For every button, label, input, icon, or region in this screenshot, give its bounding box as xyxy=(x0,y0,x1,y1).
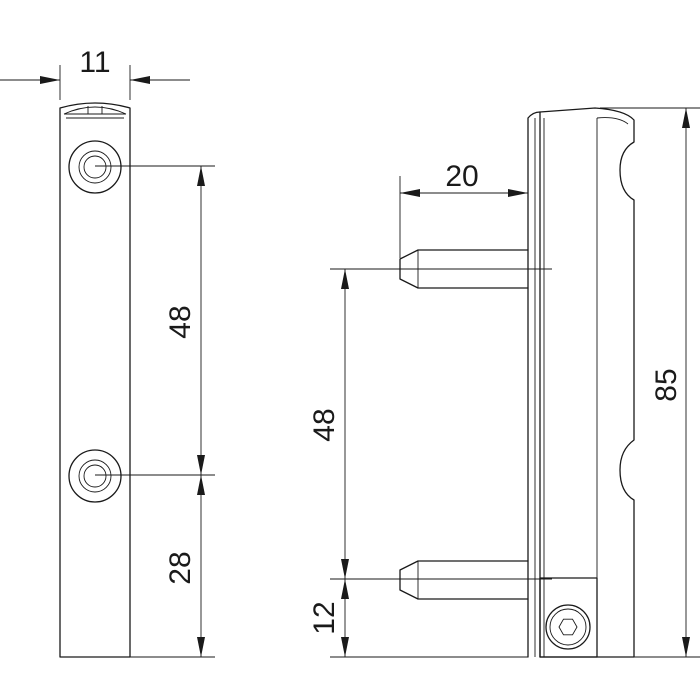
dimension-label-48-front: 48 xyxy=(164,305,197,338)
dimension-hole-spacing-48: 48 xyxy=(164,166,205,475)
dimension-label-11: 11 xyxy=(79,46,110,79)
dimension-label-20: 20 xyxy=(445,160,478,193)
side-profile-body xyxy=(539,107,635,658)
side-plate xyxy=(527,111,541,658)
dimension-label-28: 28 xyxy=(164,551,197,584)
side-view: 20 48 12 85 xyxy=(308,107,700,658)
dimension-pin-spacing-48: 48 xyxy=(308,269,349,579)
dimension-bottom-12: 12 xyxy=(308,579,349,657)
dimension-label-85: 85 xyxy=(650,368,683,401)
dimension-pin-length-20: 20 xyxy=(399,160,528,258)
front-body-outline xyxy=(59,102,131,658)
lower-pin xyxy=(399,560,529,600)
dimension-label-12: 12 xyxy=(308,601,341,634)
upper-hole xyxy=(68,140,122,194)
dimension-width-11: 11 xyxy=(0,46,190,100)
dimension-label-48-side: 48 xyxy=(308,408,341,441)
front-top-cap xyxy=(63,106,127,115)
lower-hole xyxy=(68,449,122,503)
dimension-bottom-28: 28 xyxy=(164,475,205,657)
front-view: 11 48 28 xyxy=(0,46,215,658)
dimension-overall-85: 85 xyxy=(600,107,700,658)
side-body-top-curve xyxy=(596,117,629,125)
hex-socket-screw xyxy=(539,577,598,658)
